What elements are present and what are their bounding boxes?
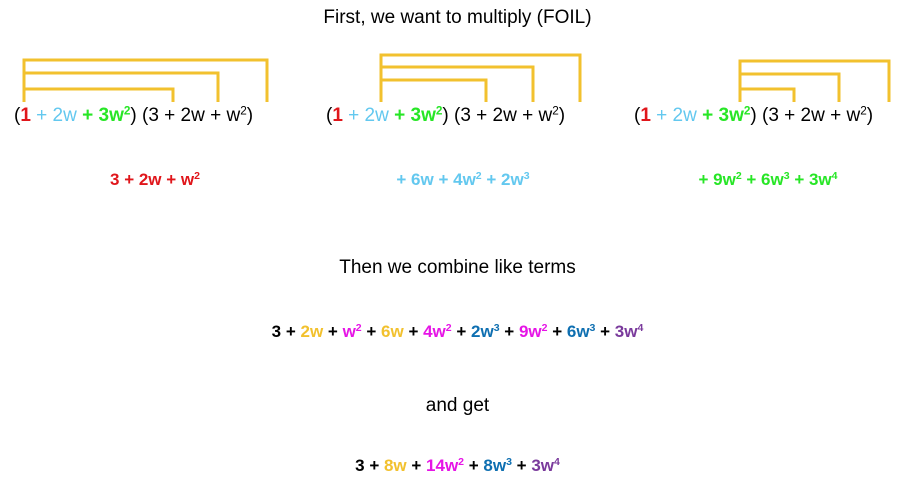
- term-3: + 3w2: [76, 104, 131, 126]
- partial-term-part: 2: [475, 170, 482, 183]
- plus-sign: +: [499, 322, 519, 341]
- partial-term-part: + 9w: [698, 170, 736, 189]
- bracket-3w2-to-3: [738, 87, 796, 102]
- plus-sign: +: [547, 322, 567, 341]
- heading: First, we want to multiply (FOIL): [323, 7, 592, 28]
- expression-3: (1 + 2w + 3w2) (3 + 2w + w2): [634, 105, 873, 127]
- final-expression: 3 + 8w + 14w2 + 8w3 + 3w4: [0, 456, 915, 476]
- partial-term-part: + 6w: [741, 170, 784, 189]
- second-factor: (3 + 2w + w2): [448, 104, 566, 126]
- plus-sign: +: [451, 322, 472, 341]
- plus-sign: +: [281, 322, 301, 341]
- term-2: + 2w: [342, 105, 389, 126]
- paren-close: ): [130, 105, 137, 126]
- partial-term-part: 3 + 2w + w: [110, 170, 195, 189]
- partial-term-part: 2: [194, 170, 200, 183]
- term: 8w: [383, 456, 407, 475]
- term: 6w: [381, 322, 404, 341]
- expression-1: (1 + 2w + 3w2) (3 + 2w + w2): [14, 105, 253, 127]
- bracket-2w-to-3: [379, 78, 488, 102]
- plus-sign: +: [595, 322, 615, 341]
- partial-term-part: + 3w: [789, 170, 832, 189]
- bracket-1-to-3: [22, 87, 175, 102]
- paren-close: ): [750, 105, 757, 126]
- bracket-1-to-w2: [22, 58, 269, 102]
- term-2: + 2w: [30, 105, 77, 126]
- plus-sign: +: [364, 456, 384, 475]
- term: 6w3: [566, 322, 596, 341]
- paren-close: ): [442, 105, 449, 126]
- partial-product-1: 3 + 2w + w2: [5, 170, 305, 190]
- partial-term-part: 3: [523, 170, 530, 183]
- partial-term-part: 4: [831, 170, 838, 183]
- partial-term-part: + 2w: [481, 170, 524, 189]
- second-factor: (3 + 2w + w2): [756, 104, 874, 126]
- term-1: 1: [20, 105, 31, 126]
- combined-expression: 3 + 2w + w2 + 6w + 4w2 + 2w3 + 9w2 + 6w3…: [0, 322, 915, 342]
- plus-sign: +: [403, 322, 424, 341]
- bracket-2w-to-2w: [379, 65, 535, 102]
- paren-open: (: [14, 105, 21, 126]
- term: 3w4: [614, 322, 644, 341]
- combine-text: Then we combine like terms: [339, 257, 576, 278]
- paren-open: (: [634, 105, 641, 126]
- term: w2: [342, 322, 362, 341]
- term: 2w3: [471, 322, 500, 341]
- paren-open: (: [326, 105, 333, 126]
- term-3: + 3w2: [696, 104, 751, 126]
- term-3: + 3w2: [388, 104, 443, 126]
- partial-product-2: + 6w + 4w2 + 2w3: [313, 170, 613, 190]
- term: 9w2: [518, 322, 548, 341]
- plus-sign: +: [361, 322, 382, 341]
- bracket-3w2-to-w2: [738, 59, 891, 102]
- term: 3: [355, 456, 365, 475]
- term: 3: [271, 322, 282, 341]
- plus-sign: +: [464, 456, 484, 475]
- term: 4w2: [423, 322, 452, 341]
- get-text: and get: [425, 395, 490, 416]
- second-factor: (3 + 2w + w2): [136, 104, 254, 126]
- partial-product-3: + 9w2 + 6w3 + 3w4: [618, 170, 915, 190]
- plus-sign: +: [511, 456, 532, 475]
- partial-term-part: 2: [735, 170, 742, 183]
- term: 14w2: [426, 456, 465, 475]
- term-1: 1: [332, 105, 343, 126]
- expression-2: (1 + 2w + 3w2) (3 + 2w + w2): [326, 105, 565, 127]
- term-2: + 2w: [650, 105, 697, 126]
- plus-sign: +: [406, 456, 427, 475]
- term: 8w3: [483, 456, 512, 475]
- term: 2w: [300, 322, 324, 341]
- term: 3w4: [531, 456, 560, 475]
- plus-sign: +: [323, 322, 343, 341]
- partial-term-part: + 6w + 4w: [396, 170, 476, 189]
- term-1: 1: [640, 105, 651, 126]
- partial-term-part: 3: [783, 170, 790, 183]
